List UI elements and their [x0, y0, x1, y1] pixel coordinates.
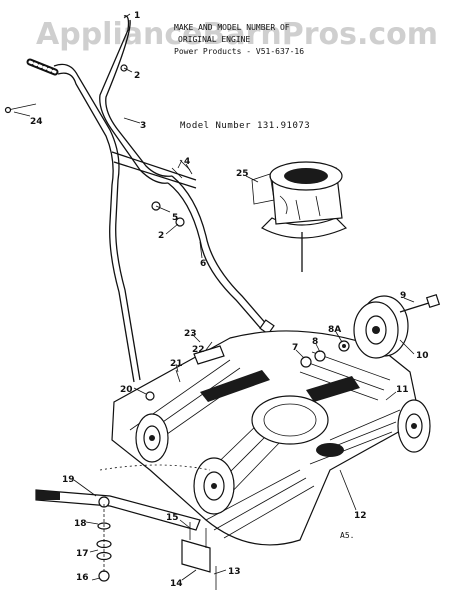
blade-bolt-18	[98, 570, 110, 582]
washer-8	[314, 350, 326, 362]
blade	[35, 489, 201, 531]
leader-lines	[13, 13, 415, 581]
callout-25: 25	[236, 169, 249, 179]
callout-5: 5	[172, 213, 178, 223]
deck-vent	[200, 370, 270, 402]
wheel-exploded	[353, 295, 409, 359]
callout-9: 9	[400, 291, 406, 301]
bracket-14	[181, 539, 211, 573]
callout-21: 21	[170, 359, 183, 369]
nut-20	[145, 391, 155, 401]
callout-14: 14	[170, 579, 183, 589]
figure-code: A5.	[340, 531, 354, 540]
callout-8: 8	[312, 337, 318, 347]
washer-7	[300, 356, 312, 368]
engine-info-header: MAKE AND MODEL NUMBER OF ORIGINAL ENGINE…	[174, 23, 304, 56]
engine-muffler	[251, 173, 275, 205]
handle-cross-brace	[111, 151, 197, 189]
header-line-1: MAKE AND MODEL NUMBER OF	[174, 23, 290, 32]
handle-upper-tube	[99, 15, 169, 184]
screw-21	[175, 369, 181, 383]
engine	[251, 161, 348, 272]
callout-23: 23	[184, 329, 197, 339]
callout-12: 12	[354, 511, 367, 521]
callout-15: 15	[166, 513, 179, 523]
handle-left-tube	[53, 63, 141, 381]
handle-assembly	[4, 15, 275, 383]
decal-22	[193, 345, 225, 365]
header-line-2: ORIGINAL ENGINE	[178, 35, 250, 44]
deck-engine-opening	[251, 395, 329, 445]
callout-7: 7	[292, 343, 298, 353]
header-line-3: Power Products - V51-637-16	[174, 47, 304, 56]
deck-logo	[316, 443, 344, 457]
callout-13: 13	[228, 567, 241, 577]
callout-1: 1	[134, 11, 140, 21]
callout-11: 11	[396, 385, 409, 395]
callout-18: 18	[74, 519, 87, 529]
model-number: Model Number 131.91073	[180, 121, 310, 131]
callout-labels: 1 2 3 4 5 2 6 7 8 8A 9 10 11 12 13 14 15…	[30, 11, 429, 589]
callout-19: 19	[62, 475, 75, 485]
watermark-text: ApplianceBarnPros.com	[36, 17, 438, 52]
callout-4: 4	[184, 157, 190, 167]
callout-2: 2	[134, 71, 140, 81]
small-parts	[145, 345, 225, 401]
callout-20: 20	[120, 385, 133, 395]
wheel-rear-right	[397, 399, 431, 453]
handle-lower-right-tube	[167, 182, 263, 331]
callout-17: 17	[76, 549, 89, 559]
handle-end-right	[259, 319, 275, 335]
callout-6: 6	[200, 259, 206, 269]
screws-15	[189, 522, 217, 590]
callout-3: 3	[140, 121, 146, 131]
callout-8a: 8A	[328, 325, 341, 335]
mower-deck	[111, 330, 421, 546]
callout-22: 22	[192, 345, 205, 355]
callout-16: 16	[76, 573, 89, 583]
wheel-front-left	[193, 457, 235, 515]
callout-2b: 2	[158, 231, 164, 241]
axle-bolt	[399, 301, 433, 313]
blade-assembly	[35, 489, 217, 590]
wheel-rear-left	[135, 413, 169, 463]
wheels	[135, 293, 441, 515]
callout-24: 24	[30, 117, 43, 127]
callout-10: 10	[416, 351, 429, 361]
bolt-24	[7, 103, 37, 111]
